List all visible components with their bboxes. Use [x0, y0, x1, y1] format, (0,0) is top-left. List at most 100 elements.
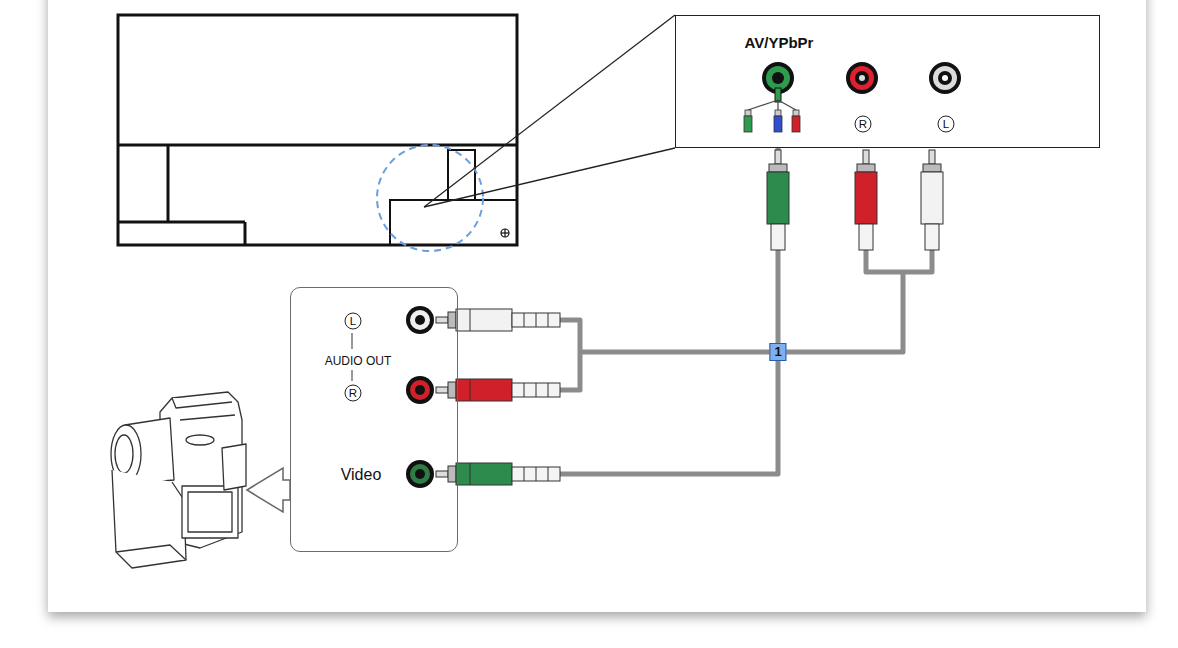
camcorder	[186, 435, 214, 445]
output-jack-left	[410, 310, 430, 330]
output-jack-right	[410, 380, 430, 400]
monitor-outline	[448, 150, 475, 200]
monitor-outline	[504, 229, 505, 237]
component-jack	[745, 110, 751, 116]
audio-cable	[560, 250, 932, 390]
audio-plug-right	[436, 387, 448, 393]
port-label: AV/YPbPr	[745, 34, 814, 51]
output-jack-left	[406, 306, 434, 334]
component-jack	[792, 116, 800, 132]
audio-plug-left	[921, 150, 943, 250]
audio-plug-left	[921, 172, 943, 224]
monitor-outline	[244, 222, 247, 245]
callout-number: 1	[769, 343, 786, 361]
jack-panel-ground	[676, 16, 1099, 147]
panel-tick	[352, 370, 353, 381]
camcorder	[172, 398, 232, 408]
audio-plug-left	[925, 224, 939, 250]
audio-jack-left	[938, 71, 952, 85]
audio-jack-left	[929, 62, 961, 94]
audio-jack-left	[942, 75, 948, 81]
component-jack	[772, 72, 784, 84]
video-plug	[548, 467, 549, 481]
audio-plug-right	[855, 172, 877, 224]
audio-plug-left	[929, 150, 935, 164]
output-jack-video	[406, 460, 434, 488]
panel-tick	[352, 333, 353, 349]
camcorder	[111, 392, 246, 568]
video-plug	[536, 467, 537, 481]
monitor-outline	[167, 145, 170, 222]
audio-jack-right	[850, 66, 874, 90]
audio-plug-right	[512, 383, 560, 397]
monitor-outline	[390, 200, 517, 245]
monitor-outline	[118, 15, 517, 245]
component-jack	[775, 110, 781, 116]
zoom-circle	[377, 145, 483, 251]
video-plug	[470, 463, 471, 485]
video-plug	[436, 463, 560, 485]
zoom-leader	[424, 148, 675, 207]
audio-plug-left	[436, 309, 560, 331]
monitor-outline	[501, 229, 509, 237]
video-plug	[771, 224, 785, 250]
component-jack	[774, 116, 782, 132]
video-plug	[436, 471, 448, 477]
audio-plug-left	[470, 309, 471, 331]
output-jack-video	[406, 460, 434, 488]
video-plug	[775, 150, 781, 164]
monitor-outline	[118, 221, 245, 224]
camcorder	[115, 435, 133, 473]
video-plug	[448, 466, 456, 482]
zoom-leader	[424, 15, 675, 207]
output-jack-right	[415, 385, 425, 395]
audio-plug-left	[436, 317, 448, 323]
video-plug	[767, 172, 789, 224]
channel-mark: L	[345, 313, 362, 330]
audio-plug-right	[448, 382, 456, 398]
port-label: Video	[341, 466, 382, 484]
component-jack	[766, 66, 790, 90]
audio-plug-left	[448, 312, 456, 328]
video-plug	[769, 164, 787, 172]
audio-jack-right	[846, 62, 878, 94]
output-jack-right	[406, 376, 434, 404]
audio-jack-left	[933, 66, 957, 90]
pointer-arrow	[247, 468, 290, 512]
card-ground	[48, 0, 1146, 612]
audio-plug-right	[859, 224, 873, 250]
output-jack-left	[406, 306, 434, 334]
audio-plug-left	[524, 313, 525, 327]
channel-mark: R	[855, 116, 872, 133]
video-plug	[512, 467, 560, 481]
component-jack	[748, 100, 796, 110]
output-jack-video	[415, 469, 425, 479]
audio-jack-right	[859, 75, 865, 81]
monitor-outline	[118, 15, 517, 245]
output-jack-right	[406, 376, 434, 404]
audio-jack-left	[929, 62, 961, 94]
output-panel: LAUDIO OUTRVideo	[290, 287, 458, 552]
camcorder	[188, 492, 232, 532]
output-panel-ground	[291, 288, 457, 551]
audio-plug-right	[855, 150, 877, 250]
audio-plug-right	[524, 383, 525, 397]
audio-plug-right	[857, 164, 875, 172]
audio-plug-left	[923, 164, 941, 172]
camcorder	[180, 415, 235, 420]
component-jack	[775, 88, 781, 102]
audio-jack-right	[855, 71, 869, 85]
camcorder	[222, 444, 246, 490]
audio-jack-right	[846, 62, 878, 94]
component-jack	[744, 116, 752, 132]
video-plug	[524, 467, 525, 481]
audio-plug-right	[470, 379, 471, 401]
monitor-outline	[118, 144, 517, 147]
output-jack-left	[415, 315, 425, 325]
video-plug	[456, 463, 512, 485]
channel-mark: L	[938, 116, 955, 133]
audio-plug-left	[536, 313, 537, 327]
component-jack	[744, 62, 800, 132]
